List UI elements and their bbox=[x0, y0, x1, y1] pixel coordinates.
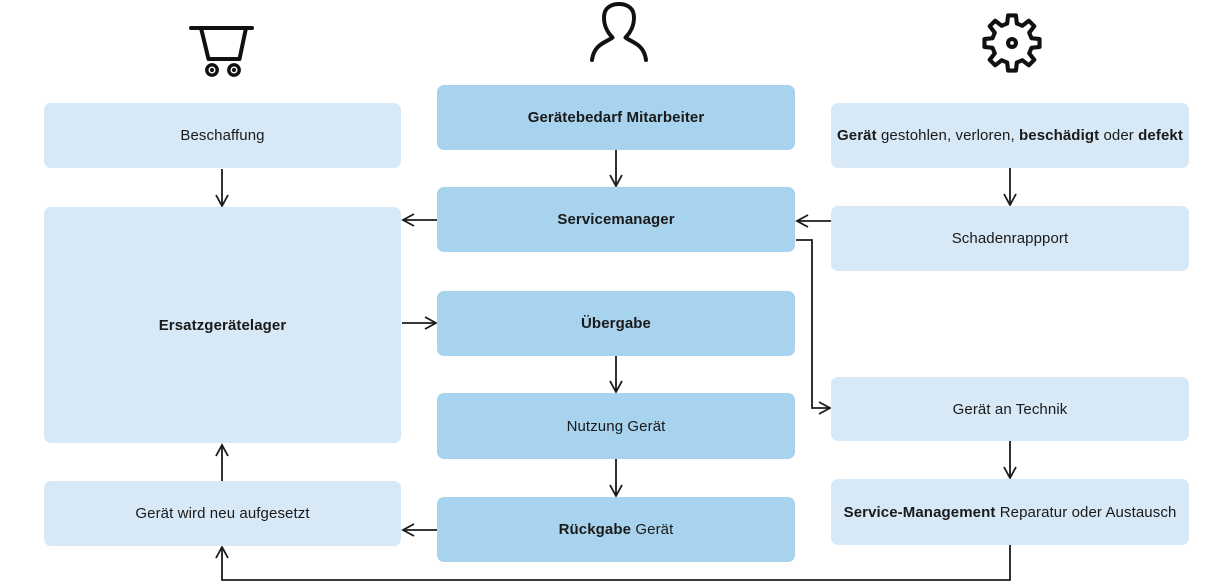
box-ersatzgeraetelager: Ersatzgerätelager bbox=[44, 207, 401, 443]
box-label: Beschaffung bbox=[180, 127, 265, 144]
person-icon bbox=[587, 2, 651, 64]
box-label: Servicemanager bbox=[557, 211, 675, 228]
box-label: Ersatzgerätelager bbox=[158, 316, 287, 334]
box-label: Rückgabe Gerät bbox=[558, 521, 674, 538]
box-label: Übergabe bbox=[581, 315, 651, 332]
box-rueckgabe-geraet: Rückgabe Gerät bbox=[437, 497, 795, 562]
box-label: Gerät gestohlen, verloren, beschädigt od… bbox=[837, 127, 1183, 144]
box-label: Service-Management Reparatur oder Austau… bbox=[843, 503, 1177, 521]
box-label: Gerät wird neu aufgesetzt bbox=[135, 505, 310, 522]
box-geraet-an-technik: Gerät an Technik bbox=[831, 377, 1189, 441]
box-label: Nutzung Gerät bbox=[566, 417, 666, 435]
box-label: Schadenrappport bbox=[951, 230, 1069, 247]
box-schadenrappport: Schadenrappport bbox=[831, 206, 1189, 271]
box-geraet-wird-neu-aufgesetzt: Gerät wird neu aufgesetzt bbox=[44, 481, 401, 546]
box-nutzung-geraet: Nutzung Gerät bbox=[437, 393, 795, 459]
connector-servicemanager-to-technik bbox=[796, 239, 832, 415]
box-servicemanager: Servicemanager bbox=[437, 187, 795, 252]
box-label: Gerätebedarf Mitarbeiter bbox=[527, 109, 705, 126]
box-beschaffung: Beschaffung bbox=[44, 103, 401, 168]
box-service-management: Service-Management Reparatur oder Austau… bbox=[831, 479, 1189, 545]
shopping-cart-icon bbox=[188, 18, 258, 80]
gear-icon bbox=[979, 9, 1045, 77]
box-geraet-gestohlen: Gerät gestohlen, verloren, beschädigt od… bbox=[831, 103, 1189, 168]
box-uebergabe: Übergabe bbox=[437, 291, 795, 356]
box-geraetebedarf-mitarbeiter: Gerätebedarf Mitarbeiter bbox=[437, 85, 795, 150]
box-label: Gerät an Technik bbox=[952, 400, 1068, 418]
